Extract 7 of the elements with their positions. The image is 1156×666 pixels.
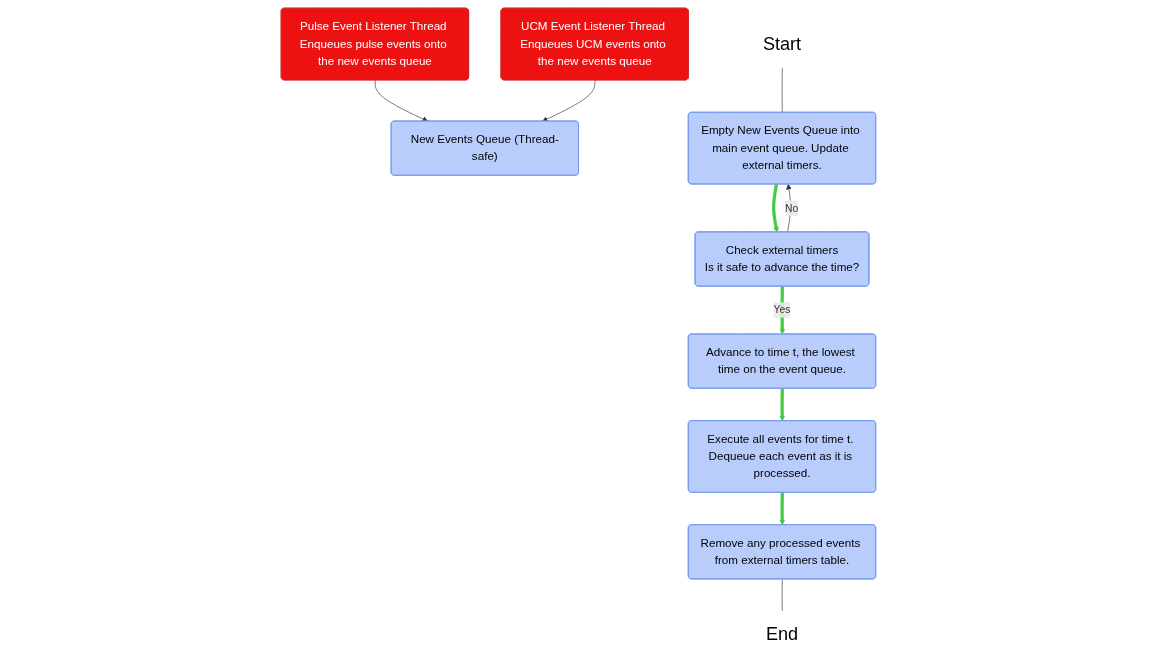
edge-label: No [784,202,798,214]
node-text: End [765,624,798,645]
edge-label: Yes [773,304,790,316]
arrow [771,184,779,233]
node-text: Start [762,33,801,54]
arrow [778,388,785,422]
arrow [778,492,785,526]
